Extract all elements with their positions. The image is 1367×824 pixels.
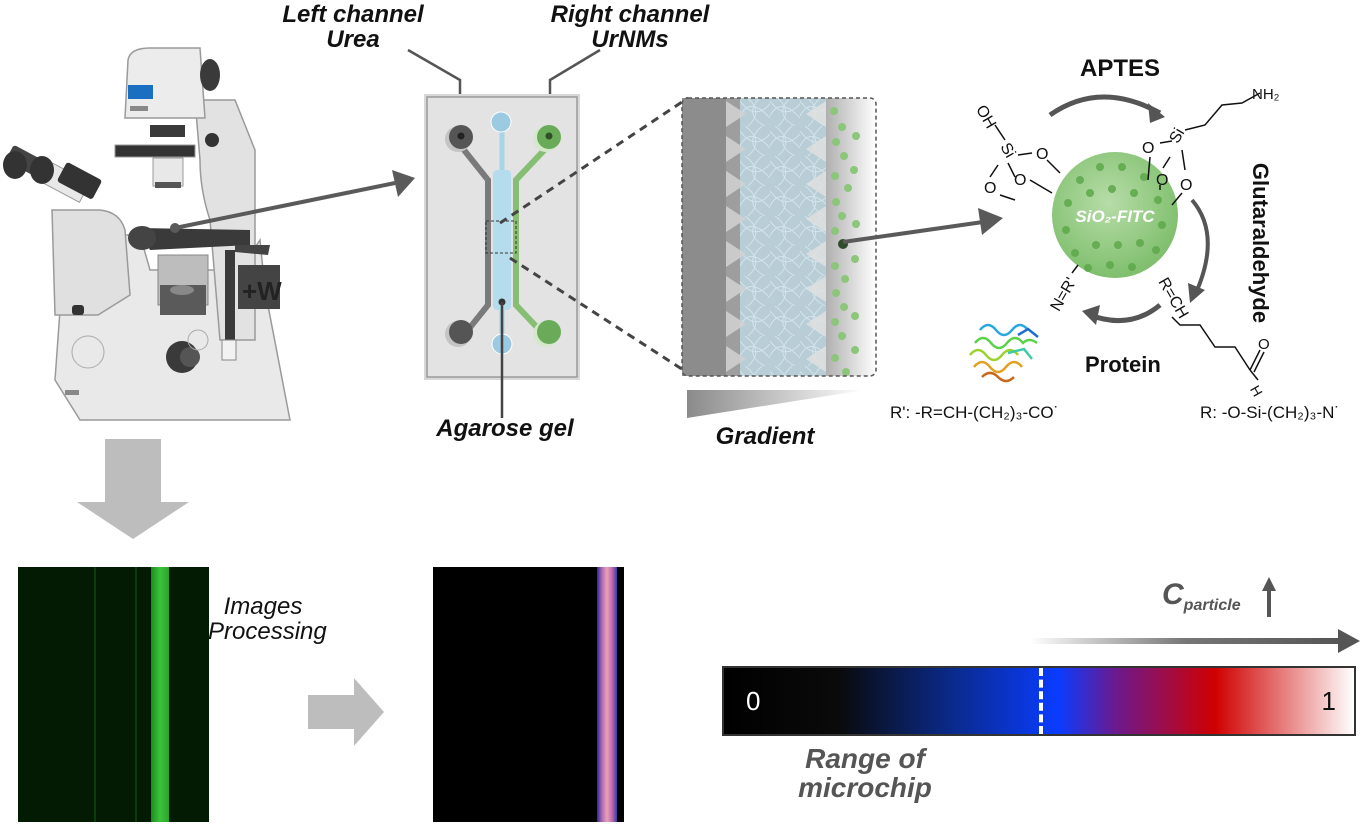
images-processing-line1: Images bbox=[223, 593, 303, 620]
down-arrow bbox=[77, 439, 189, 539]
c-particle-symbol: C bbox=[1162, 578, 1184, 611]
gel-channel bbox=[493, 170, 511, 310]
right-channel-label: Right channel UrNMs bbox=[535, 1, 725, 54]
increase-up-arrow bbox=[1262, 577, 1276, 617]
r-ch-linkage: R=CH bbox=[1155, 275, 1192, 322]
left-channel-title: Left channel bbox=[282, 1, 424, 28]
left-channel-label: Left channel Urea bbox=[263, 1, 443, 54]
range-line2: microchip bbox=[798, 772, 932, 804]
right-pillars bbox=[806, 101, 826, 372]
protein-label: Protein bbox=[1085, 352, 1161, 377]
svg-text:Si: Si bbox=[1166, 126, 1188, 147]
range-line1: Range of bbox=[805, 743, 925, 774]
glutaraldehyde-label-wrap: Glutaraldehyde bbox=[1243, 140, 1275, 350]
urnm-outlet bbox=[537, 320, 561, 344]
right-channel-title: Right channel bbox=[550, 1, 710, 28]
concentration-arrow bbox=[1030, 629, 1360, 653]
microfluidic-chip bbox=[407, 48, 689, 418]
processed-band bbox=[597, 567, 617, 822]
c-particle-label: Cparticle bbox=[1162, 578, 1241, 614]
glutaraldehyde-label: Glutaraldehyde bbox=[1248, 162, 1273, 324]
particle-functionalization-scheme: SiO₂-FITC OH Si O O O Si O O O NH₂ R=CH … bbox=[969, 86, 1280, 399]
gradient-wedge bbox=[687, 390, 865, 418]
scale-min-label: 0 bbox=[746, 686, 761, 716]
agarose-gel-label: Agarose gel bbox=[436, 415, 574, 442]
nh2-group: NH₂ bbox=[1252, 86, 1280, 103]
svg-text:O: O bbox=[1142, 140, 1154, 157]
images-processing-label: Images Processing bbox=[208, 593, 327, 646]
nanoparticles bbox=[830, 107, 860, 376]
c-particle-subscript: particle bbox=[1183, 597, 1241, 614]
threshold-dashed-line bbox=[1039, 668, 1043, 734]
svg-text:O: O bbox=[1258, 336, 1270, 353]
processing-arrow bbox=[308, 678, 384, 746]
images-processing-line2: Processing bbox=[208, 618, 327, 646]
svg-text:O: O bbox=[1036, 146, 1048, 163]
gradient-label: Gradient bbox=[715, 423, 815, 450]
gel-to-particle-arrow bbox=[842, 208, 1003, 244]
left-pillars bbox=[726, 101, 746, 372]
svg-text:H: H bbox=[1247, 383, 1266, 400]
protein-structure-icon bbox=[969, 323, 1039, 383]
left-channel-substance: Urea bbox=[326, 26, 380, 54]
fluorescent-band bbox=[151, 567, 169, 822]
colorbar: 0 1 bbox=[722, 666, 1356, 736]
svg-text:OH: OH bbox=[972, 102, 999, 131]
particle-label: SiO₂-FITC bbox=[1075, 207, 1155, 226]
svg-text:O: O bbox=[1180, 177, 1192, 194]
svg-text:+W: +W bbox=[242, 276, 282, 306]
svg-text:O: O bbox=[1156, 172, 1168, 189]
processed-heatmap-image bbox=[433, 567, 624, 822]
microscope-to-chip-arrow bbox=[170, 170, 415, 233]
svg-text:Si: Si bbox=[996, 140, 1018, 161]
right-channel-substance: UrNMs bbox=[591, 26, 669, 54]
fluorescence-microscopy-image bbox=[18, 567, 209, 822]
aptes-label: APTES bbox=[1080, 55, 1161, 82]
n-r-prime-linkage: N=R' bbox=[1048, 275, 1080, 314]
r-definition: R: -O-Si-(CH₂)₃-N˙ bbox=[1200, 403, 1341, 422]
urea-outlet bbox=[449, 320, 473, 344]
scale-max-label: 1 bbox=[1321, 686, 1336, 716]
svg-text:O: O bbox=[1014, 172, 1026, 189]
range-of-microchip-label: Range of microchip bbox=[760, 744, 970, 803]
inverted-microscope-illustration: +W bbox=[3, 47, 291, 421]
sio2-fitc-particle bbox=[1052, 152, 1178, 278]
svg-text:O: O bbox=[984, 180, 996, 197]
r-prime-definition: R': -R=CH-(CH₂)₃-CO˙ bbox=[890, 403, 1060, 422]
